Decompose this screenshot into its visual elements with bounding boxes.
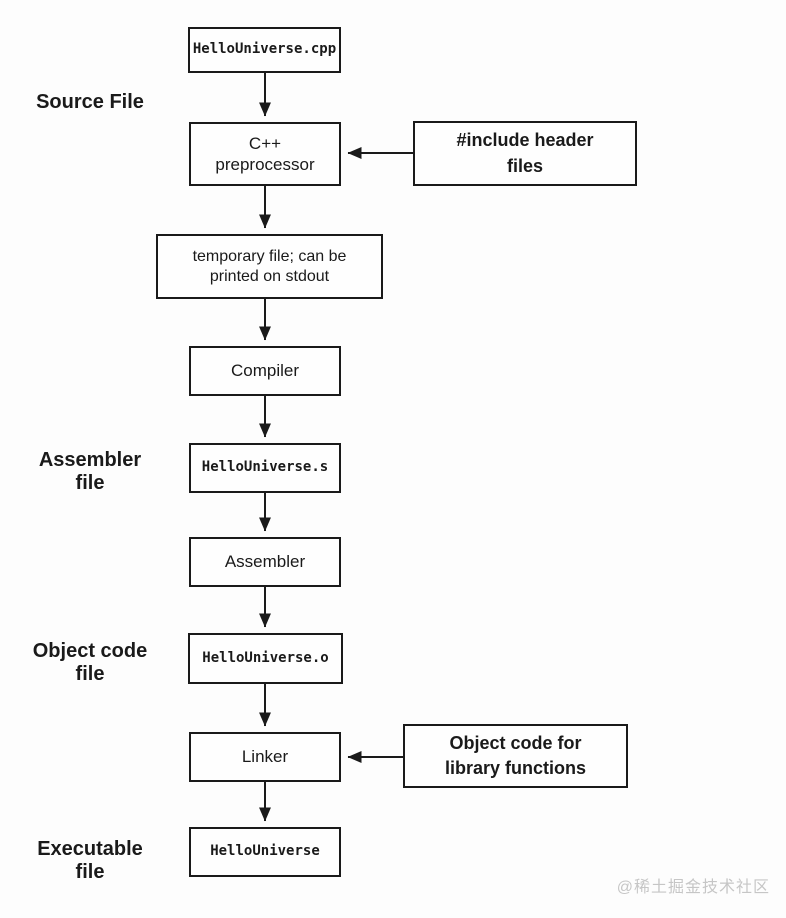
- node-source-cpp-file: HelloUniverse.cpp: [188, 27, 341, 73]
- stage-label-executable-file: Executable file: [37, 838, 143, 883]
- node-compiler: Compiler: [189, 346, 341, 396]
- stage-label-source-file: Source File: [36, 91, 144, 113]
- node-object-code-file: HelloUniverse.o: [188, 633, 343, 684]
- node-library-object-code: Object code for library functions: [403, 724, 628, 788]
- node-cpp-preprocessor: C++ preprocessor: [189, 122, 341, 186]
- node-executable-file: HelloUniverse: [189, 827, 341, 877]
- node-temporary-file: temporary file; can be printed on stdout: [156, 234, 383, 299]
- node-assembler-file: HelloUniverse.s: [189, 443, 341, 493]
- node-linker: Linker: [189, 732, 341, 782]
- node-include-header-files: #include header files: [413, 121, 637, 186]
- stage-label-object-code-file: Object code file: [32, 640, 148, 685]
- watermark-text: @稀土掘金技术社区: [616, 879, 770, 896]
- stage-label-assembler-file: Assembler file: [38, 449, 142, 494]
- node-assembler: Assembler: [189, 537, 341, 587]
